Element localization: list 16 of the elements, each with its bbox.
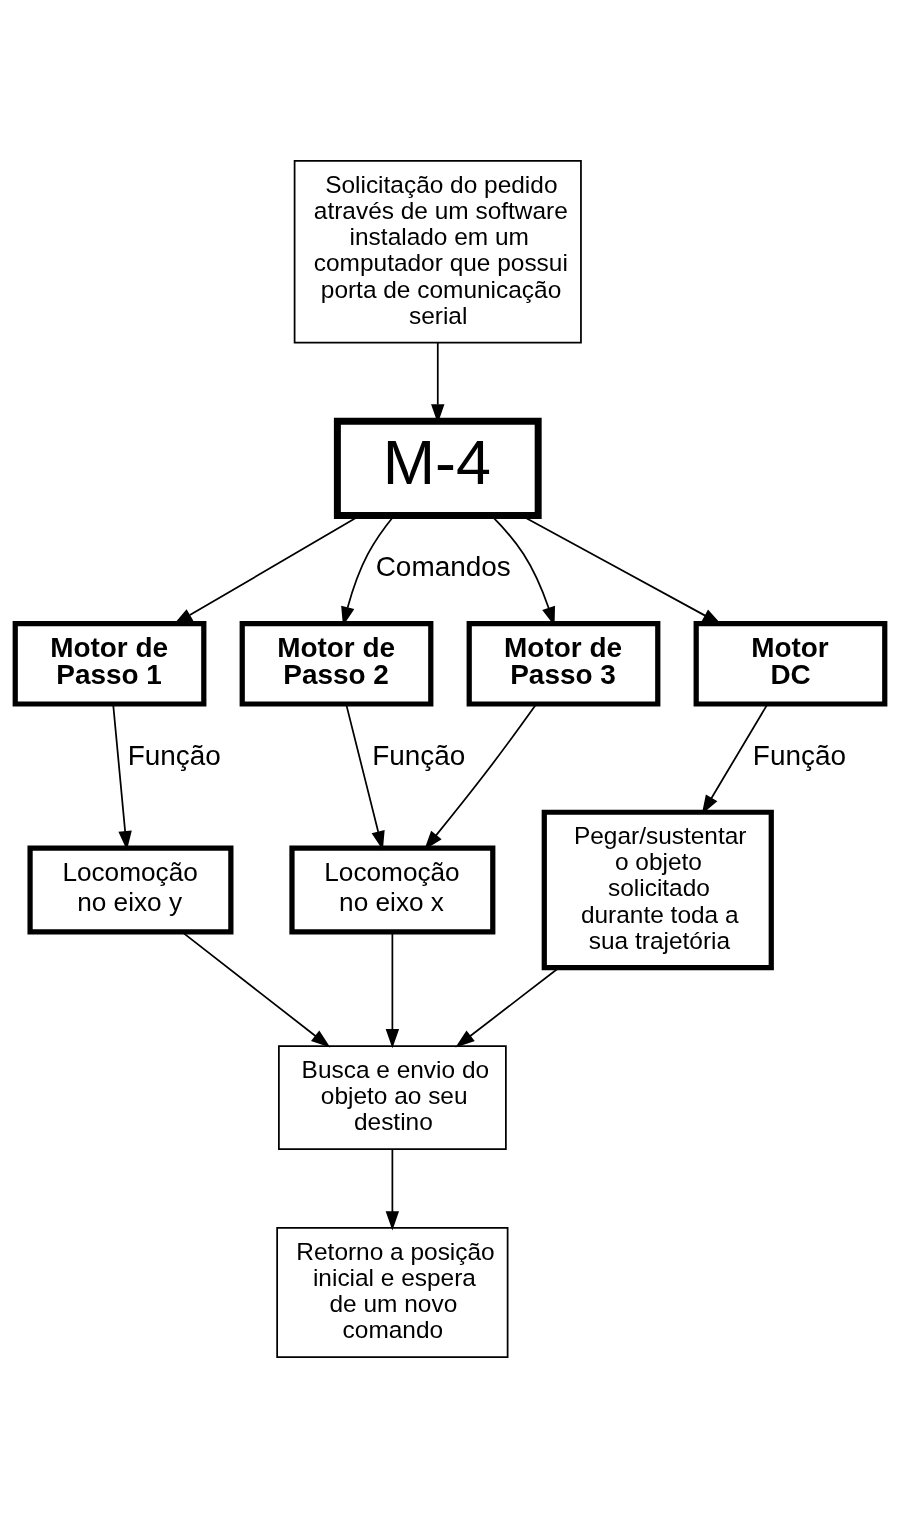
edge-label: Função (752, 739, 846, 771)
edge-label: Função (372, 739, 466, 771)
node-box: M-4 (333, 417, 542, 519)
node-box: Retorno a posição inicial e espera de um novo comando (276, 1226, 509, 1358)
edge-label: Função (127, 739, 221, 771)
node-box: Solicitação do pedido através de um software instalado em um computador que possui porta de comunicação serial (293, 159, 582, 343)
node-box: Motor de Passo 2 (239, 620, 434, 707)
node-box: Locomoção no eixo x (289, 844, 496, 934)
node-box: Pegar/sustentar o objeto solicitado durante toda a sua trajetória (541, 809, 774, 970)
node-box: Motor de Passo 1 (12, 620, 207, 707)
node-box: Locomoção no eixo y (27, 844, 234, 934)
edge-label: Comandos (375, 550, 511, 582)
node-box: Motor DC (693, 620, 888, 707)
arrow (385, 1148, 400, 1230)
node-box: Busca e envio do objeto ao seu destino (278, 1044, 507, 1150)
node-box: Motor de Passo 3 (466, 620, 661, 707)
